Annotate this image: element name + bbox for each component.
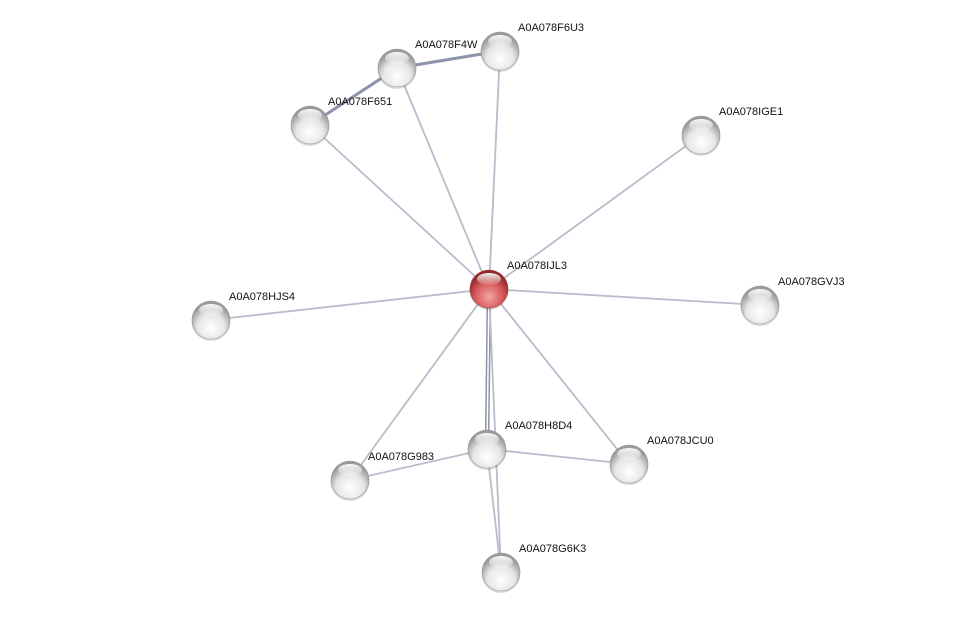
node-label: A0A078F4W bbox=[415, 39, 478, 51]
node-label: A0A078IGE1 bbox=[719, 106, 783, 118]
protein-node[interactable] bbox=[681, 115, 721, 156]
edge bbox=[396, 67, 490, 290]
edge bbox=[486, 448, 630, 465]
edge bbox=[210, 288, 490, 321]
node-label: A0A078GVJ3 bbox=[778, 276, 845, 288]
node-label: A0A078HJS4 bbox=[229, 291, 295, 303]
protein-node[interactable] bbox=[377, 48, 417, 89]
protein-node[interactable] bbox=[740, 285, 780, 326]
edge bbox=[488, 288, 630, 465]
node-label: A0A078IJL3 bbox=[507, 260, 567, 272]
node-label: A0A078JCU0 bbox=[647, 435, 714, 447]
edge bbox=[488, 288, 761, 306]
protein-node[interactable] bbox=[290, 105, 330, 146]
edge bbox=[349, 288, 490, 481]
edge bbox=[488, 288, 502, 573]
node-label: A0A078F6U3 bbox=[518, 22, 584, 34]
protein-node[interactable] bbox=[330, 460, 370, 501]
edge bbox=[486, 448, 502, 573]
protein-node[interactable] bbox=[609, 444, 649, 485]
protein-node[interactable] bbox=[191, 300, 231, 341]
node-label: A0A078H8D4 bbox=[505, 420, 572, 432]
edge bbox=[488, 134, 702, 290]
protein-node[interactable] bbox=[467, 429, 507, 470]
edge bbox=[488, 50, 501, 290]
protein-node[interactable] bbox=[481, 552, 521, 593]
protein-node[interactable] bbox=[480, 31, 520, 72]
edge bbox=[349, 448, 488, 481]
edge bbox=[309, 124, 490, 290]
edge bbox=[484, 288, 489, 450]
node-label: A0A078F651 bbox=[328, 96, 392, 108]
node-label: A0A078G6K3 bbox=[519, 543, 586, 555]
query-node[interactable] bbox=[469, 269, 509, 310]
node-label: A0A078G983 bbox=[368, 451, 434, 463]
